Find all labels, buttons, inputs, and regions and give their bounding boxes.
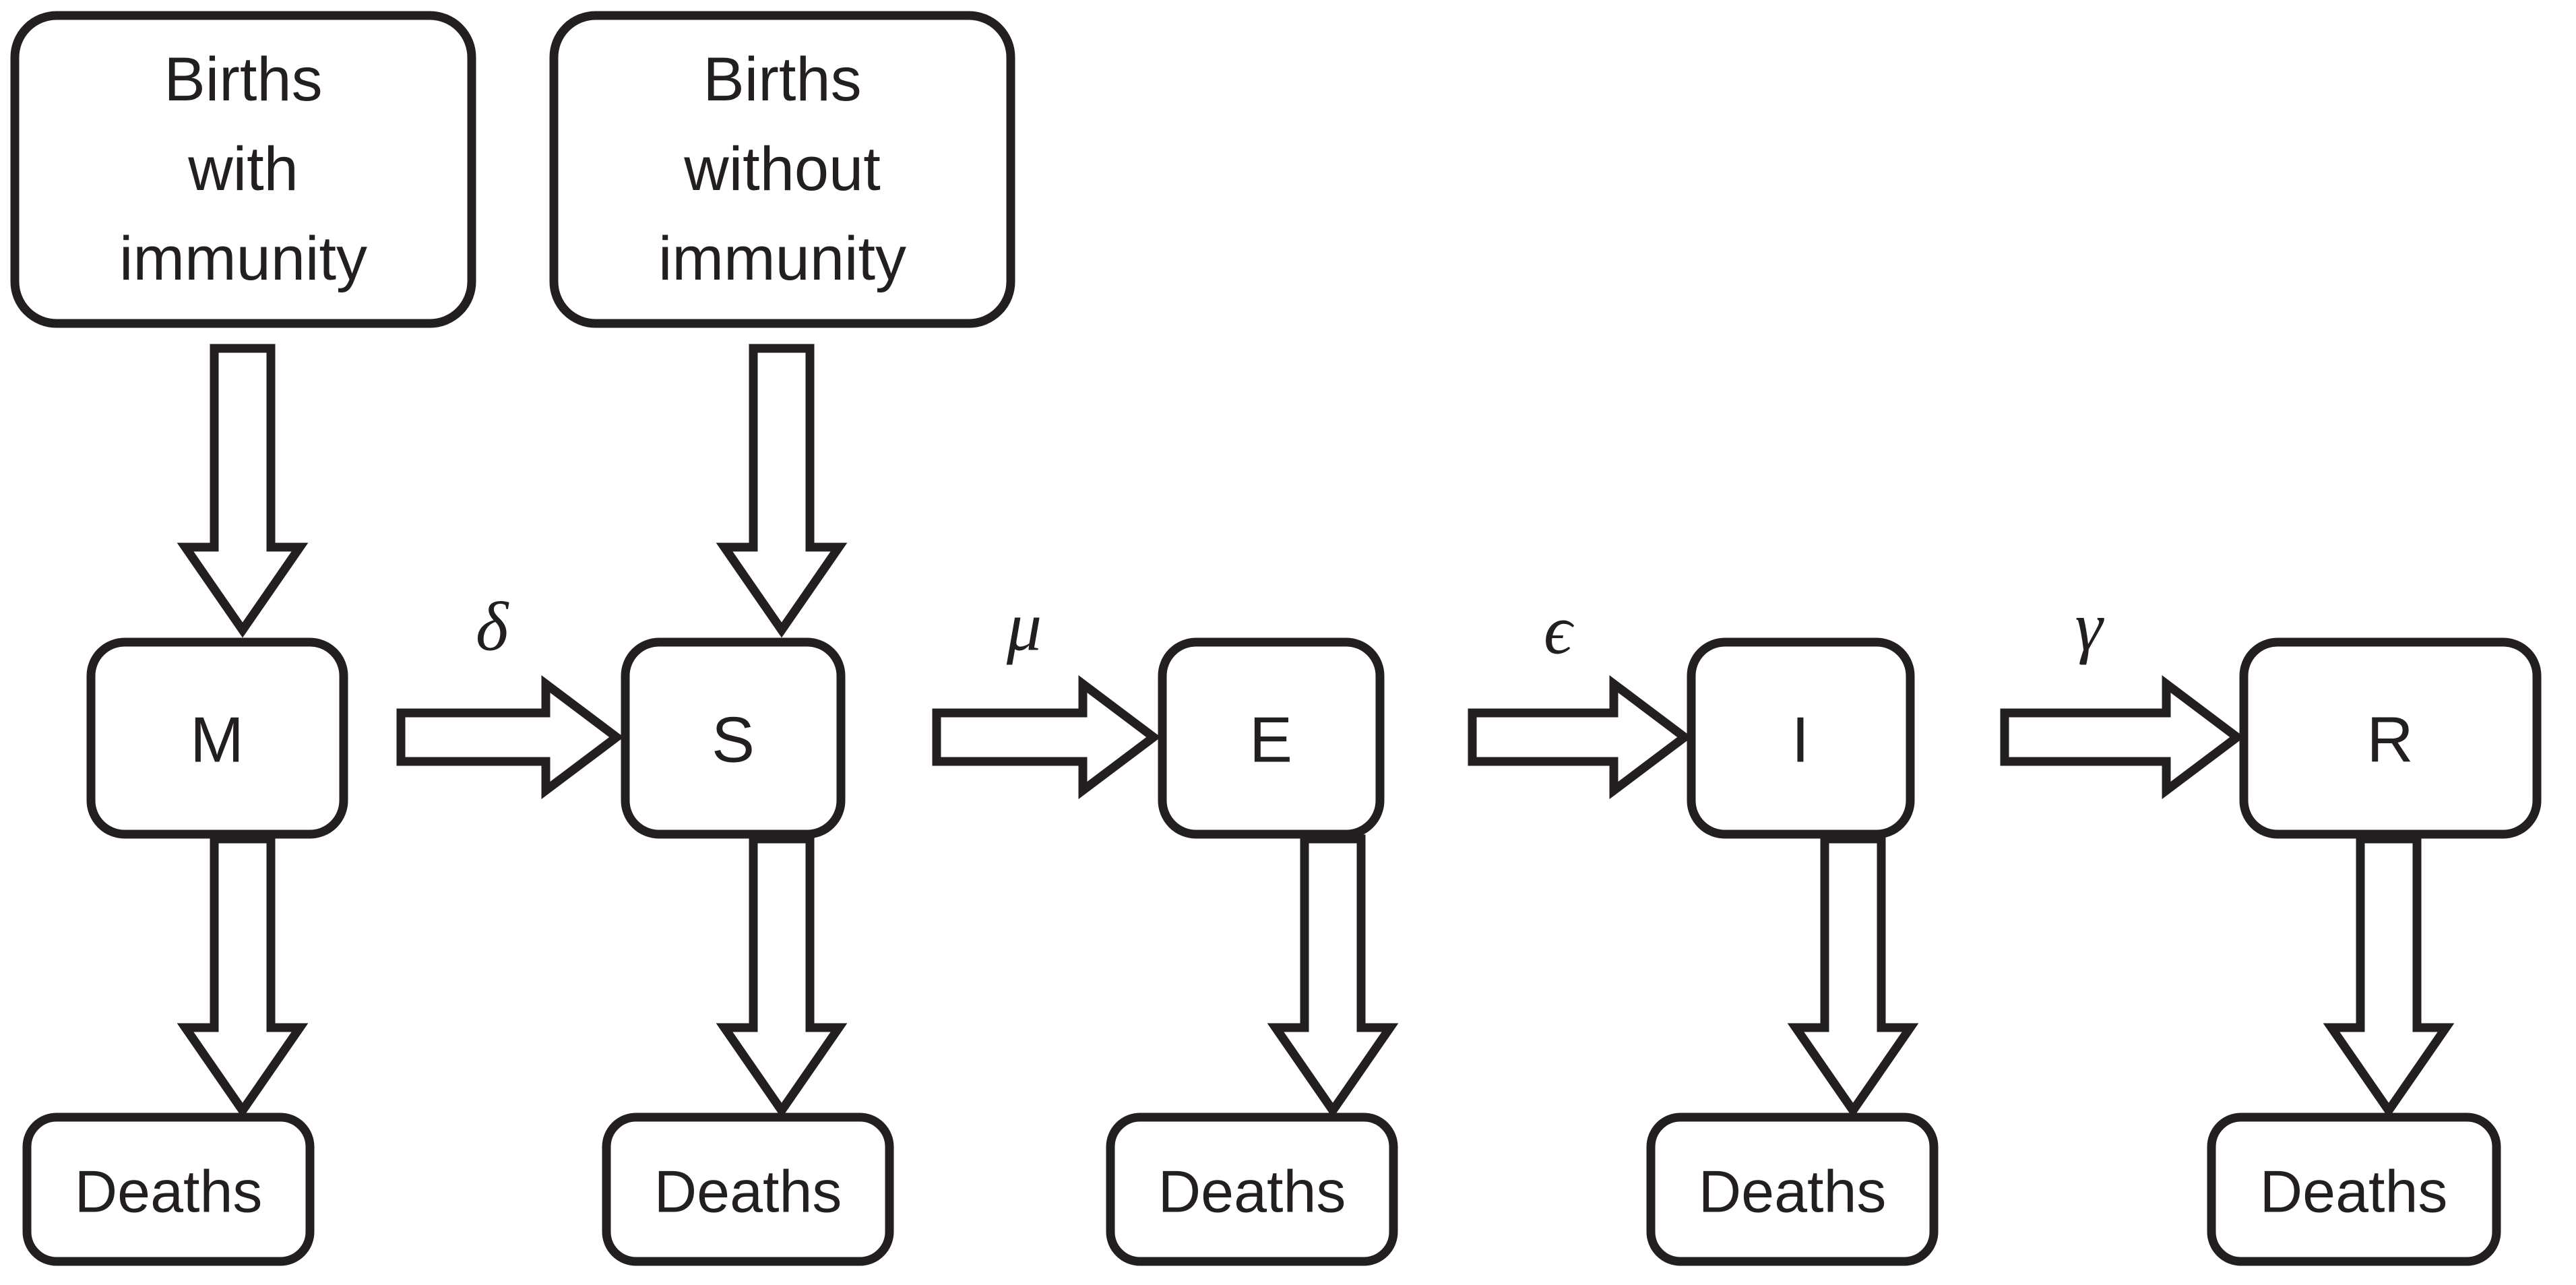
deaths-m-label: Deaths — [75, 1158, 263, 1225]
compartment-node-r[interactable]: R — [2239, 637, 2542, 839]
compartment-i-label: I — [1792, 704, 1810, 776]
arrow-s-to-deaths — [716, 834, 848, 1119]
compartment-r-box[interactable] — [2239, 637, 2542, 839]
deaths-e-label: Deaths — [1158, 1158, 1346, 1225]
deaths-e-box[interactable] — [1106, 1112, 1398, 1266]
rate-label-mu: μ — [1006, 588, 1042, 666]
arrow-births-immunity-to-m — [177, 344, 309, 638]
births-with-immunity-line-3: immunity — [119, 224, 367, 293]
arrow-r-to-deaths — [2323, 834, 2455, 1119]
compartment-node-i[interactable]: I — [1687, 637, 1915, 839]
arrow-m-to-s — [396, 675, 624, 800]
births-with-immunity-line-1: Births — [164, 45, 322, 114]
compartment-e-box[interactable] — [1158, 637, 1385, 839]
births-without-immunity-box[interactable] — [549, 11, 1015, 328]
births-without-immunity-line-2: without — [683, 135, 881, 203]
deaths-r-label: Deaths — [2260, 1158, 2448, 1225]
compartment-node-s[interactable]: S — [621, 637, 846, 839]
deaths-i-label: Deaths — [1699, 1158, 1887, 1225]
sink-node-deaths-i[interactable]: Deaths — [1646, 1112, 1939, 1266]
compartment-m-label: M — [190, 704, 244, 776]
rate-label-gamma: γ — [2075, 588, 2105, 666]
births-with-immunity-line-2: with — [187, 135, 299, 203]
compartment-r-label: R — [2366, 704, 2413, 776]
births-without-immunity-line-1: Births — [703, 45, 861, 114]
compartment-m-box[interactable] — [86, 637, 348, 839]
arrow-e-to-i — [1468, 675, 1692, 800]
arrow-e-to-deaths — [1267, 834, 1399, 1119]
source-node-births-without-immunity[interactable]: Births without immunity — [549, 11, 1015, 328]
compartment-node-e[interactable]: E — [1158, 637, 1385, 839]
sink-node-deaths-s[interactable]: Deaths — [602, 1112, 894, 1266]
rate-label-epsilon: ϵ — [1544, 592, 1575, 669]
deaths-r-box[interactable] — [2207, 1112, 2501, 1266]
deaths-s-label: Deaths — [654, 1158, 842, 1225]
deaths-m-box[interactable] — [22, 1112, 315, 1266]
compartment-e-label: E — [1249, 704, 1292, 776]
arrow-i-to-deaths — [1787, 834, 1919, 1119]
births-without-immunity-line-3: immunity — [658, 224, 906, 293]
sink-node-deaths-m[interactable]: Deaths — [22, 1112, 315, 1266]
sink-node-deaths-r[interactable]: Deaths — [2207, 1112, 2501, 1266]
source-node-births-with-immunity[interactable]: Births with immunity — [10, 11, 476, 328]
compartment-node-m[interactable]: M — [86, 637, 348, 839]
rate-label-delta: δ — [476, 588, 509, 666]
arrow-i-to-r — [2000, 675, 2244, 800]
arrow-s-to-e — [932, 675, 1161, 800]
arrow-births-without-immunity-to-s — [716, 344, 848, 638]
compartment-s-box[interactable] — [621, 637, 846, 839]
compartment-i-box[interactable] — [1687, 637, 1915, 839]
compartment-s-label: S — [712, 704, 755, 776]
sink-node-deaths-e[interactable]: Deaths — [1106, 1112, 1398, 1266]
deaths-i-box[interactable] — [1646, 1112, 1939, 1266]
births-with-immunity-box[interactable] — [10, 11, 476, 328]
arrow-m-to-deaths — [177, 834, 309, 1119]
deaths-s-box[interactable] — [602, 1112, 894, 1266]
